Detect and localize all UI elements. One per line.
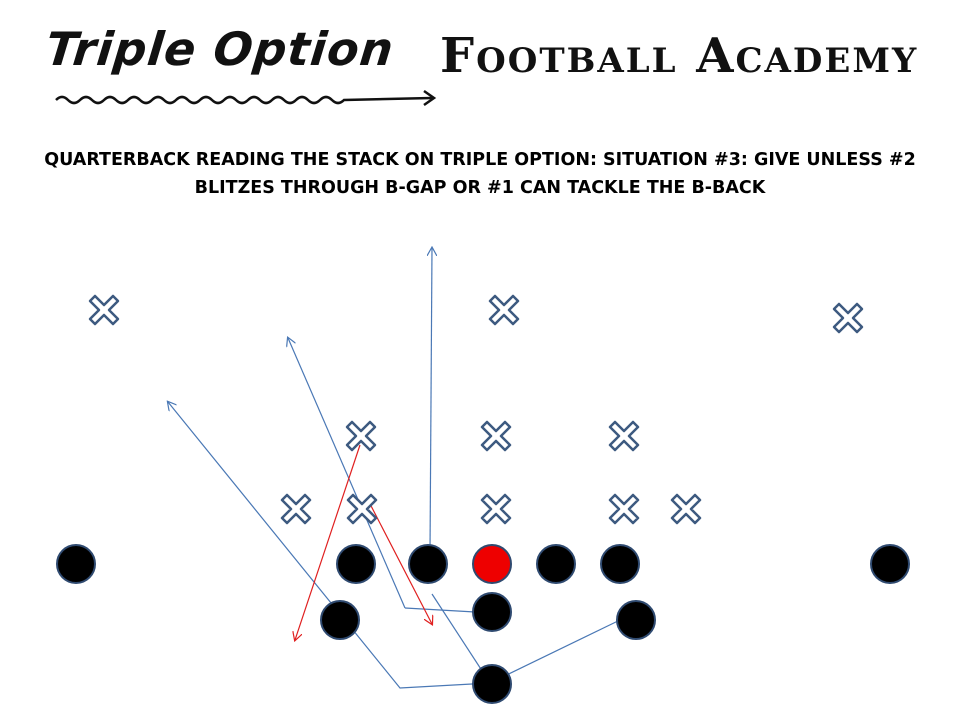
defender-x-icon (488, 294, 520, 326)
defender-x-icon (88, 294, 120, 326)
offense-player-icon (56, 544, 96, 584)
defender-x-icon (608, 420, 640, 452)
offense-player-icon (472, 592, 512, 632)
offense-player-icon (320, 600, 360, 640)
defender-x-icon (608, 493, 640, 525)
logo: Triple Option Football Academy (0, 0, 960, 120)
defense (88, 294, 864, 525)
route-left-slotback (168, 402, 491, 689)
defender-x-icon (832, 302, 864, 334)
defender-x-icon (280, 493, 312, 525)
defender-paths (295, 444, 432, 640)
defender-x-icon (480, 493, 512, 525)
diagram-title: QUARTERBACK READING THE STACK ON TRIPLE … (0, 146, 960, 202)
offense-player-icon (600, 544, 640, 584)
route-wide-arc (288, 338, 406, 609)
defender-x-icon (670, 493, 702, 525)
offense-player-icon (472, 664, 512, 704)
offense-player-icon (408, 544, 448, 584)
route-fullback-vertical (430, 248, 432, 553)
defender-x-icon (345, 420, 377, 452)
route-qb-to-fullback (404, 607, 476, 613)
offense-routes (168, 248, 621, 689)
offense-player-icon (616, 600, 656, 640)
defender-path-2 (367, 499, 432, 624)
title-line-1: QUARTERBACK READING THE STACK ON TRIPLE … (44, 150, 916, 170)
defender-x-icon (346, 493, 378, 525)
center-player-icon (472, 544, 512, 584)
defender-path-1 (295, 444, 361, 640)
title-line-2: BLITZES THROUGH B-GAP OR #1 CAN TACKLE T… (194, 178, 766, 198)
offense (56, 544, 910, 704)
logo-block-text: Football Academy (440, 28, 919, 84)
offense-player-icon (536, 544, 576, 584)
offense-player-icon (870, 544, 910, 584)
logo-underline-arrow-icon (55, 89, 437, 107)
offense-player-icon (336, 544, 376, 584)
route-right-motion (489, 619, 621, 684)
defender-x-icon (480, 420, 512, 452)
